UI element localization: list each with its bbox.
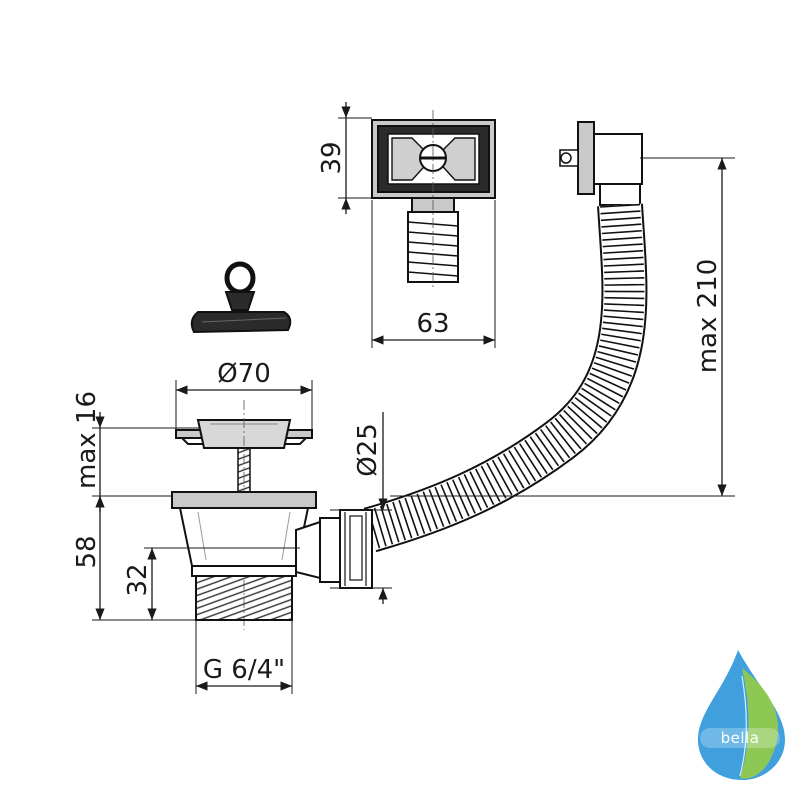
dim-strainer-diameter-label: Ø70 (217, 359, 271, 389)
hose-top-fitting (559, 121, 643, 206)
dim-pipe-diameter: Ø25 (330, 412, 392, 604)
dim-thread-size-label: G 6/4" (203, 655, 285, 685)
dim-hose-length: max 210 (390, 157, 735, 497)
dim-overflow-width-label: 63 (416, 309, 449, 339)
dim-thread-height: 32 (123, 547, 300, 620)
dim-overflow-width: 63 (371, 200, 496, 348)
dim-hose-length-label: max 210 (693, 259, 723, 374)
dim-body-height-label: 58 (72, 535, 102, 568)
dim-overflow-height-label: 39 (317, 141, 347, 174)
dim-body-height: 58 (72, 496, 196, 621)
dim-strainer-height-label: max 16 (72, 391, 102, 489)
bella-logo-text: bella (721, 729, 760, 747)
dim-strainer-height: max 16 (72, 391, 200, 512)
dim-strainer-diameter: Ø70 (175, 359, 313, 430)
rubber-plug (190, 261, 292, 334)
corrugated-hose (363, 203, 648, 553)
overflow-cover (371, 119, 496, 283)
dim-overflow-height: 39 (317, 102, 372, 214)
waste-body (171, 491, 373, 621)
dim-thread-height-label: 32 (123, 563, 153, 596)
bella-logo: bella (698, 650, 785, 780)
dim-thread-size: G 6/4" (195, 620, 293, 694)
dim-pipe-diameter-label: Ø25 (353, 423, 383, 477)
